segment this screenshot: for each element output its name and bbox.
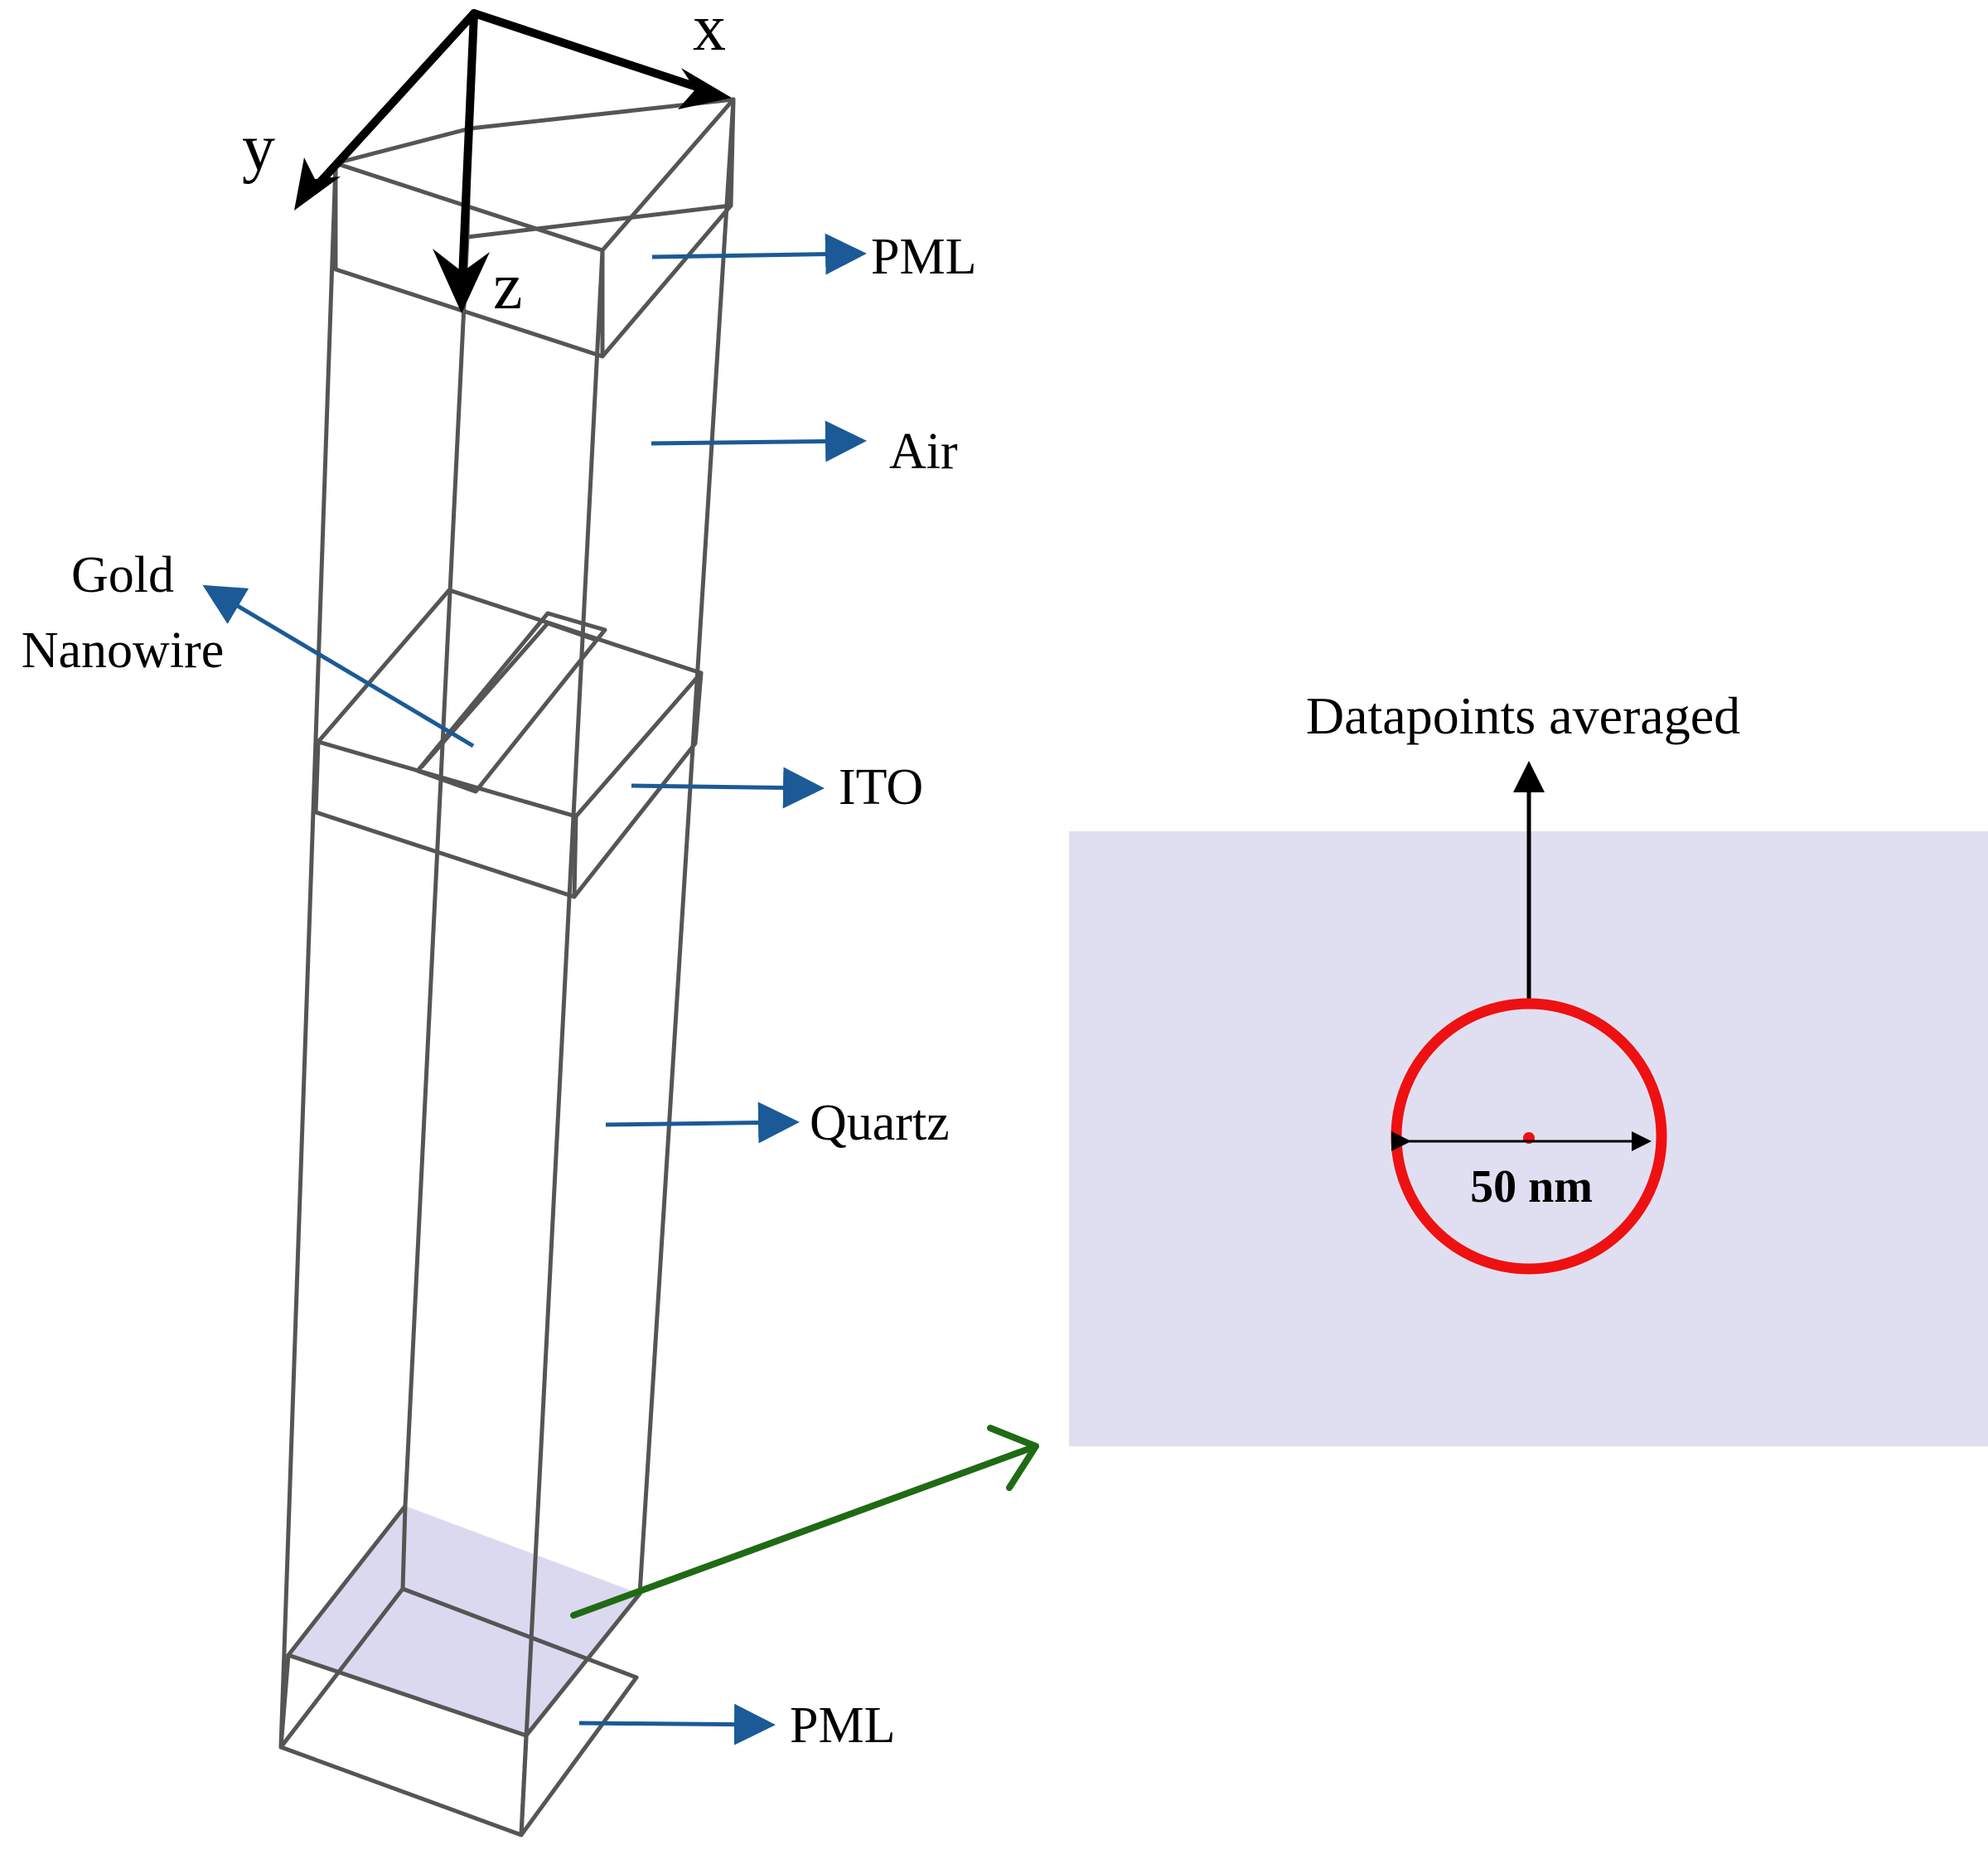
x-axis-label: x (693, 0, 726, 65)
z-axis-label: z (493, 250, 523, 323)
z-axis-arrow (458, 9, 478, 282)
column-edge-right (637, 97, 736, 1596)
column-edge-left (278, 161, 338, 1750)
ito-arrow (631, 767, 825, 809)
datapoints-label: Datapoints averaged (1306, 686, 1740, 745)
column-edge-front (519, 248, 605, 1837)
monitor-plane (288, 1506, 640, 1736)
pml-top-label: PML (871, 229, 976, 285)
pml-bottom-label: PML (790, 1697, 895, 1754)
pml-top-slab (333, 161, 733, 359)
pml-top-arrow (651, 233, 867, 275)
region-labels: PML Air Gold Nanowire ITO Quartz PML (22, 229, 977, 1754)
zoom-arrow (570, 1425, 1039, 1619)
gold-nanowire-label-line1: Gold (71, 547, 174, 603)
x-axis-arrow (470, 9, 709, 94)
air-arrow (651, 420, 867, 462)
region-label-arrows (202, 233, 867, 1745)
top-face (465, 97, 736, 240)
column-edge-back (403, 235, 470, 1508)
gold-nanowire-arrow (202, 584, 475, 748)
pml-bottom-arrow (578, 1703, 776, 1745)
gold-nanowire-label-line2: Nanowire (22, 622, 224, 679)
y-axis-arrow (308, 9, 478, 195)
quartz-label: Quartz (810, 1095, 950, 1151)
averaging-region: 50 nm Datapoints averaged (1306, 686, 1740, 1275)
quartz-arrow (605, 1101, 800, 1144)
diameter-label: 50 nm (1470, 1161, 1593, 1213)
coordinate-axes: x y z (242, 0, 732, 323)
pml-bottom-slab (278, 1653, 529, 1837)
air-label: Air (889, 424, 958, 480)
gold-nanowire (415, 611, 607, 794)
ito-top-face (316, 588, 704, 819)
simulation-column (278, 97, 736, 1837)
y-axis-label: y (242, 112, 275, 185)
ito-label: ITO (839, 759, 923, 816)
